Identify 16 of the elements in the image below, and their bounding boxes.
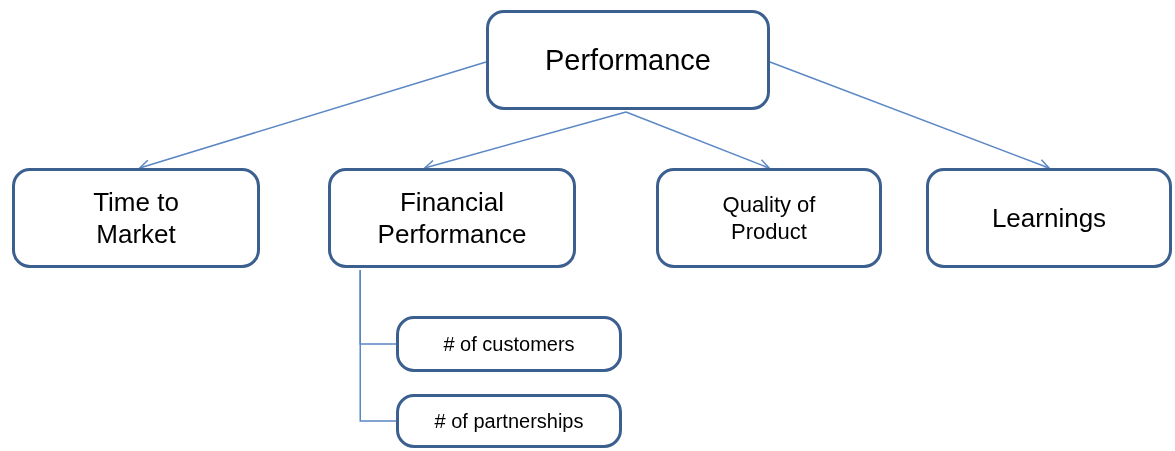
rounded-box <box>926 168 1172 268</box>
box-label: Financial Performance <box>376 185 528 251</box>
box-label: Performance <box>545 42 711 78</box>
box-label: Quality of Product <box>721 190 817 246</box>
rounded-box <box>396 316 622 372</box>
rounded-box <box>486 10 770 110</box>
box-label: Time to Market <box>92 185 180 251</box>
connector-arrow <box>625 111 770 170</box>
box-label: # of customers <box>443 331 575 357</box>
rounded-box <box>328 168 576 268</box>
connector-arrow <box>769 61 1050 170</box>
rounded-box <box>396 394 622 448</box>
box-label: Learnings <box>991 201 1107 235</box>
rounded-box <box>12 168 260 268</box>
box-label: # of partnerships <box>434 408 584 434</box>
rounded-box <box>656 168 882 268</box>
